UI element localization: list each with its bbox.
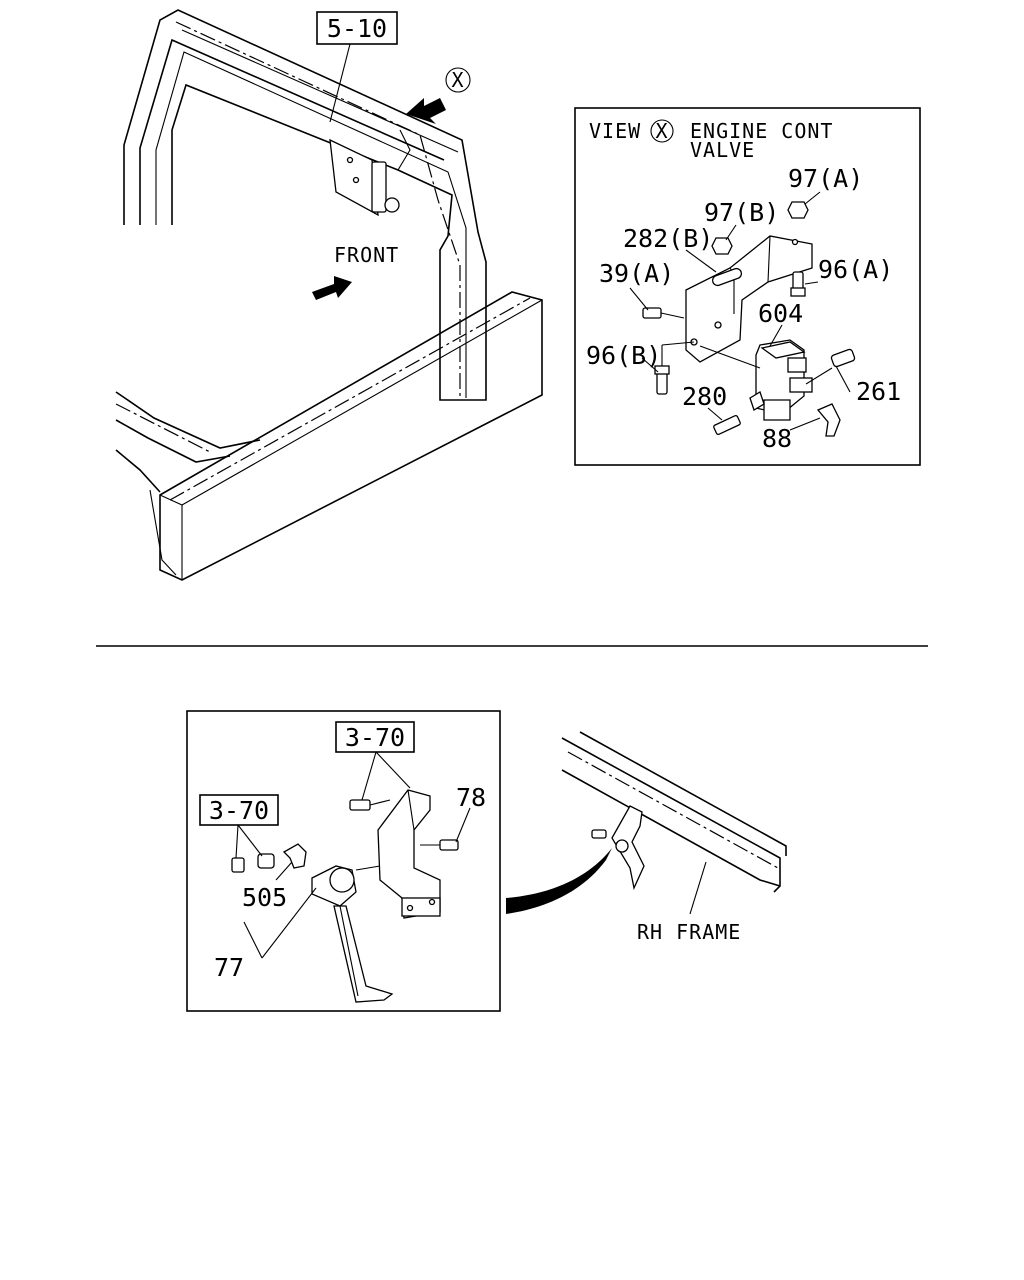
part-77-label: 77 [214,953,244,982]
view-panel-x-circle [650,119,674,143]
ref-box-3-70-left[interactable] [199,794,279,826]
part-97a-label: 97(A) [788,164,863,193]
engine-control-valve-assembly [642,201,856,437]
part-96a-label: 96(A) [818,255,893,284]
ref-box-3-70-top-label: 3-70 [345,723,405,752]
view-panel-title-line1: ENGINE CONT [690,119,833,143]
rh-frame-label: RH FRAME [637,920,741,944]
ref-box-5-10[interactable] [316,11,398,45]
part-282b-label: 282(B) [623,224,713,253]
part-96b-label: 96(B) [586,341,661,370]
view-x-circle [445,67,471,93]
part-280-label: 280 [682,382,727,411]
ref-box-3-70-top[interactable] [335,721,415,753]
part-261-label: 261 [856,377,901,406]
ref-box-5-10-label: 5-10 [327,14,387,43]
ref-box-3-70-left-label: 3-70 [209,796,269,825]
view-panel-view-word: VIEW [589,119,641,143]
part-604-label: 604 [758,299,803,328]
detail-pointer-arrow [506,848,612,914]
part-97b-label: 97(B) [704,198,779,227]
view-x-arrow [406,98,446,124]
rh-frame-illustration [561,731,787,893]
front-label: FRONT [334,243,399,267]
cab-frame-illustration [115,9,543,581]
view-panel-x-marker: X [655,119,668,143]
part-39a-label: 39(A) [599,259,674,288]
part-505-label: 505 [242,883,287,912]
part-88-label: 88 [762,424,792,453]
part-78-label: 78 [456,783,486,812]
horn-assembly [231,789,459,1003]
front-arrow [312,276,352,300]
view-panel-title-line2: VALVE [690,138,755,162]
view-x-marker: X [451,68,464,92]
